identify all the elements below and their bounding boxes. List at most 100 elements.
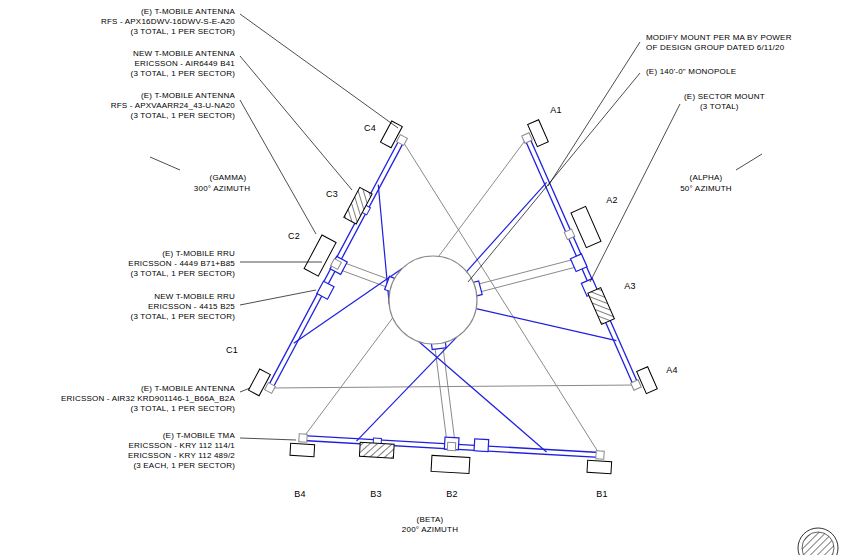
callout-text: ERICSSON - AIR6449 B41 <box>135 59 235 69</box>
new-antenna <box>588 288 615 325</box>
callout-text: (BETA) <box>417 515 444 525</box>
monopole <box>389 256 477 344</box>
pipe-clamp <box>397 135 408 146</box>
existing-antenna <box>304 235 336 276</box>
pipe-clamp <box>331 259 342 270</box>
sector-position-label: C3 <box>326 189 338 199</box>
face-pipe <box>299 440 604 457</box>
sector-position-label: B1 <box>596 489 607 499</box>
callout-text: NEW T-MOBILE RRU <box>154 292 235 302</box>
callout-text: 300° AZIMUTH <box>194 184 250 194</box>
pipe-clamp <box>631 380 642 391</box>
sector-position-label: B2 <box>446 489 457 499</box>
rru-4415 <box>317 281 334 299</box>
callout-text: (3 TOTAL, 1 PER SECTOR) <box>131 312 235 322</box>
leader-line <box>548 42 640 186</box>
existing-antenna <box>571 206 601 247</box>
callout-text: (ALPHA) <box>690 173 723 183</box>
leader-line <box>468 73 640 282</box>
existing-antenna <box>380 121 402 148</box>
sector-position-label: B4 <box>294 489 305 499</box>
callout-text: (E) T-MOBILE ANTENNA <box>141 384 235 394</box>
rru-4449 <box>570 254 587 272</box>
rru-4449 <box>330 256 347 274</box>
existing-antenna <box>248 369 270 396</box>
sector-position-label: C2 <box>288 231 300 241</box>
callout-text: (3 TOTAL, 1 PER SECTOR) <box>131 111 235 121</box>
sector-position-label: A3 <box>624 281 635 291</box>
callout-text: ERICSSON - 4449 B71+B85 <box>128 259 235 269</box>
leader-line <box>240 290 316 305</box>
callout-text: ERICSSON - KRY 112 114/1 <box>129 441 235 451</box>
mount-brace <box>294 268 403 343</box>
callout-text: (3 TOTAL, 1 PER SECTOR) <box>131 404 235 414</box>
sector-mount-arm <box>477 265 583 292</box>
mount-brace <box>419 342 547 452</box>
callout-text: (3 TOTAL) <box>700 102 739 112</box>
callout-text: (E) T-MOBILE ANTENNA <box>141 7 235 17</box>
north-arrow <box>802 532 834 555</box>
callout-text: MODIFY MOUNT PER MA BY POWER <box>646 33 792 43</box>
callout-text: (3 TOTAL, 1 PER SECTOR) <box>131 269 235 279</box>
existing-antenna <box>528 120 549 147</box>
callout-text: (3 TOTAL, 1 PER SECTOR) <box>131 69 235 79</box>
callout-text: NEW T-MOBILE ANTENNA <box>133 49 235 59</box>
sector-position-label: C4 <box>364 123 376 133</box>
sector-mount-arm <box>435 344 448 447</box>
sector-mount-arm <box>442 343 455 446</box>
sector-mount-arm <box>475 258 581 285</box>
face-pipe <box>270 138 406 393</box>
leader-line <box>240 388 250 392</box>
face-pipe <box>266 135 402 390</box>
face-pipe <box>299 435 604 452</box>
rru-4449 <box>444 437 459 450</box>
callout-text: (E) 140'-0" MONOPOLE <box>646 67 736 77</box>
pipe-clamp <box>564 229 575 240</box>
leader-line <box>240 438 296 440</box>
callout-text: RFS - APXVAARR24_43-U-NA20 <box>111 101 235 111</box>
callout-text: OF DESIGN GROUP DATED 6/11/20 <box>646 43 784 53</box>
callout-text: (3 TOTAL, 1 PER SECTOR) <box>131 27 235 37</box>
rru-4415 <box>474 439 489 452</box>
existing-antenna <box>290 443 315 456</box>
callout-text: (E) SECTOR MOUNT <box>684 92 765 102</box>
new-antenna <box>344 187 372 224</box>
callout-text: ERICSSON - 4415 B25 <box>148 302 235 312</box>
existing-antenna <box>431 455 470 473</box>
callout-text: RFS - APX16DWV-16DWV-S-E-A20 <box>101 17 235 27</box>
azimuth-indicator <box>150 157 180 170</box>
callout-text: ERICSSON - KRY 112 489/2 <box>128 451 235 461</box>
existing-antenna <box>587 460 612 473</box>
sector-position-label: A1 <box>550 105 561 115</box>
leader-line <box>240 262 322 263</box>
north-arrow <box>798 528 838 555</box>
callout-text: (E) T-MOBILE RRU <box>162 249 235 259</box>
leader-line <box>590 104 680 282</box>
new-antenna <box>359 442 394 458</box>
callout-text: 200° AZIMUTH <box>402 525 458 535</box>
leader-line <box>240 56 352 190</box>
pipe-clamp <box>265 383 276 394</box>
callout-text: (3 EACH, 1 PER SECTOR) <box>133 461 235 471</box>
callout-text: (E) T-MOBILE TMA <box>163 431 235 441</box>
callout-text: ERICSSON - AIR32 KRD901146-1_B66A_B2A <box>61 394 235 404</box>
sector-position-label: C1 <box>226 345 238 355</box>
sector-position-label: A2 <box>606 195 617 205</box>
pipe-clamp <box>447 442 455 450</box>
callout-text: 50° AZIMUTH <box>680 184 732 194</box>
sector-position-label: B3 <box>370 489 381 499</box>
callout-text: (E) T-MOBILE ANTENNA <box>141 91 235 101</box>
existing-antenna <box>637 367 658 394</box>
leader-line <box>240 100 316 234</box>
mount-brace <box>356 337 456 441</box>
sector-position-label: A4 <box>666 365 677 375</box>
pipe-clamp <box>299 434 307 442</box>
callout-text: (GAMMA) <box>210 173 247 183</box>
mount-geometry <box>150 14 838 555</box>
existing-cross-member <box>270 385 636 388</box>
mount-brace <box>476 309 616 341</box>
face-pipe <box>523 135 635 389</box>
pipe-clamp <box>522 133 533 144</box>
